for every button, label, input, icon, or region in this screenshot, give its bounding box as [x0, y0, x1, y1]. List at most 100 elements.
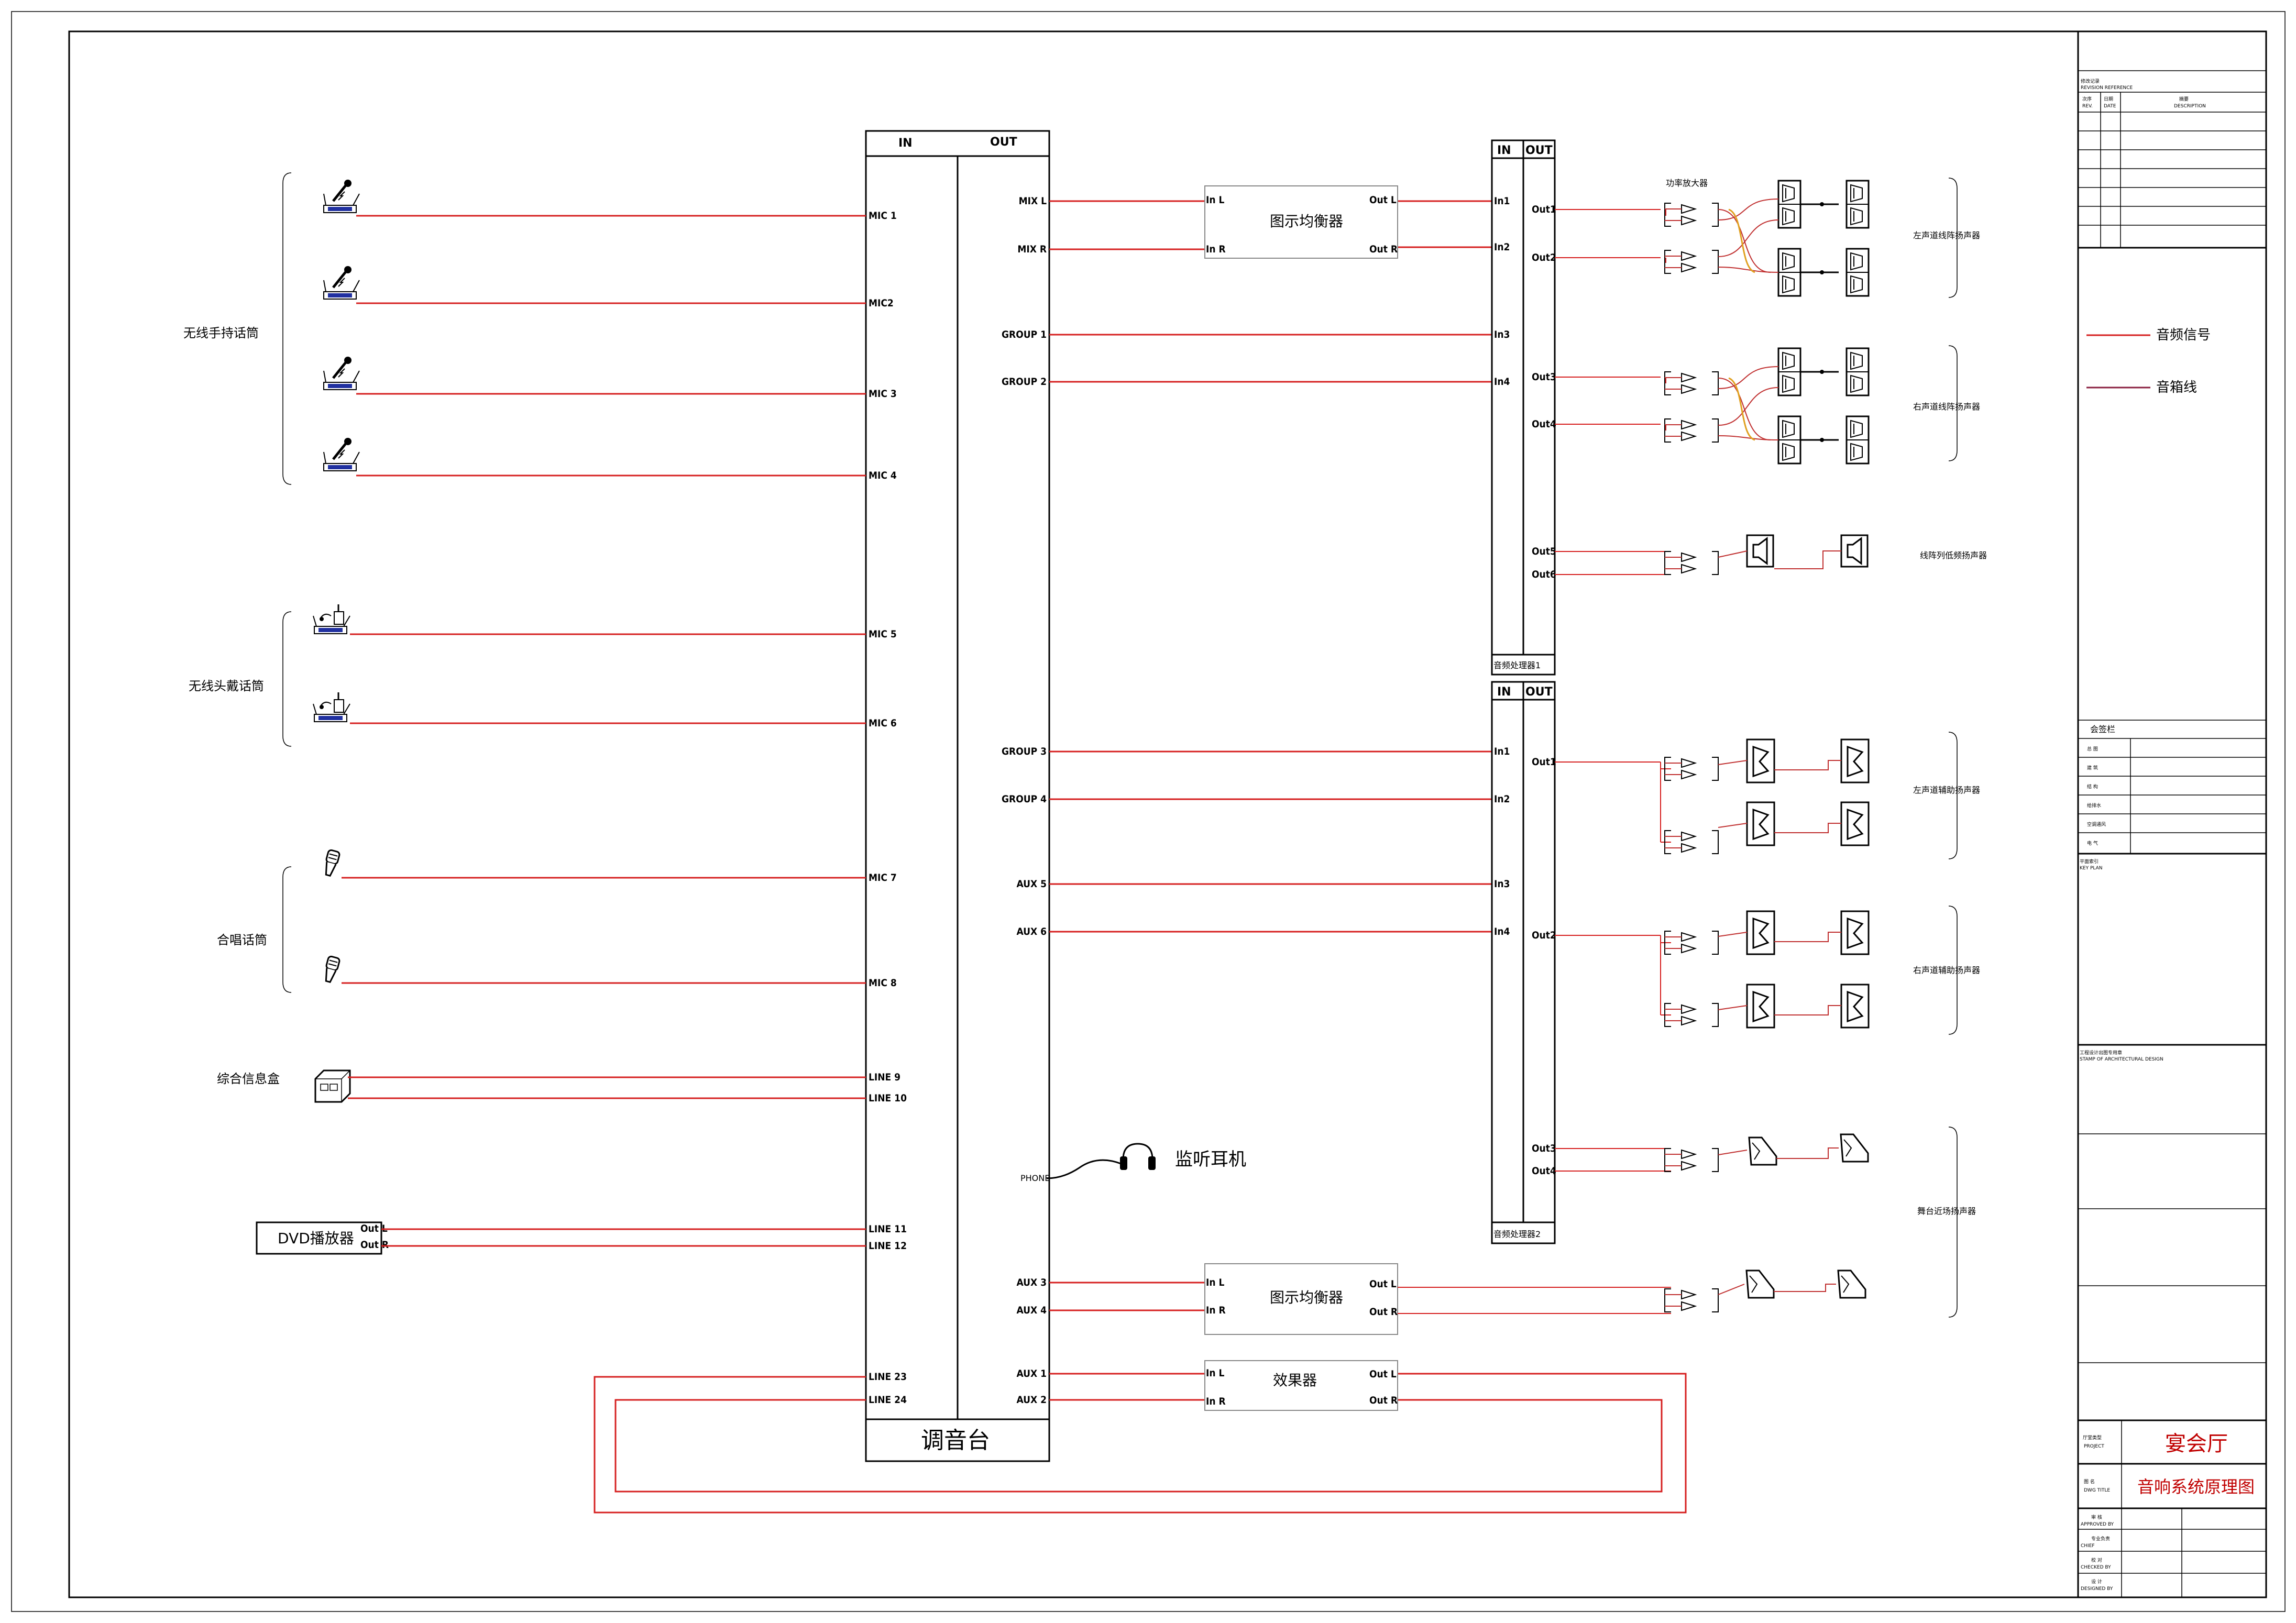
signature-title: 会签栏 — [2090, 724, 2115, 734]
amplifier — [1664, 830, 1719, 854]
proc2-out-header: OUT — [1525, 686, 1553, 699]
wireless-mic-icon — [323, 438, 360, 471]
label-line-array-sub: 线阵列低频扬声器 — [1920, 550, 1987, 560]
amplifier — [1664, 203, 1719, 227]
role-label-en: CHECKED BY — [2081, 1565, 2111, 1570]
effects-unit: 效果器 In L In R Out L Out R — [1204, 1360, 1398, 1411]
proc2-name: 音频处理器2 — [1493, 1229, 1541, 1239]
line-array-speaker-icon — [1777, 347, 1801, 396]
speaker-cable — [1774, 823, 1841, 833]
mixer-input-label: MIC 6 — [869, 717, 897, 729]
signature-row-label: 给排水 — [2087, 802, 2101, 809]
label-stage-near: 舞台近场扬声器 — [1917, 1206, 1976, 1216]
group-label-wireless-headset: 无线头戴话筒 — [189, 679, 264, 693]
speaker-group-labels: 左声道线阵扬声器 右声道线阵扬声器 线阵列低频扬声器 左声道辅助扬声器 右声道辅… — [1913, 178, 1987, 1318]
key-plan-label-en: KEY PLAN — [2080, 866, 2102, 871]
revision-title: 修改记录 — [2081, 78, 2100, 84]
eq2-in-l: In L — [1206, 1277, 1224, 1288]
processor-port-labels: In1In2In3In4Out1Out2Out3Out4Out5Out6In1I… — [1494, 195, 1556, 1177]
choir-mic-icon — [325, 955, 340, 984]
wireless-mic-icon — [323, 266, 360, 300]
mixer-output-label: AUX 6 — [1016, 926, 1047, 937]
role-label-en: CHIEF — [2081, 1543, 2095, 1549]
headset-mic-icon — [313, 692, 350, 722]
speaker-cable-alt — [1728, 208, 1755, 273]
mixer-output-label: AUX 2 — [1016, 1394, 1047, 1406]
eq1-out-l: Out L — [1369, 194, 1397, 206]
amplifier — [1664, 250, 1719, 274]
stage-monitor-icon — [1840, 1133, 1869, 1163]
stamp-label-en: STAMP OF ARCHITECTURAL DESIGN — [2080, 1057, 2163, 1062]
signature-row-label: 结 构 — [2087, 783, 2098, 790]
line-array-speaker-icon — [1777, 248, 1801, 297]
wireless-mic-icon — [323, 180, 360, 213]
speaker-icon — [1746, 910, 1775, 955]
legend-speaker-label: 音箱线 — [2156, 380, 2197, 395]
mixer-name: 调音台 — [921, 1427, 990, 1454]
proc2-input-label: In2 — [1494, 793, 1510, 805]
eq1-out-r: Out R — [1369, 244, 1398, 255]
monitor-headphones: PHONE 监听耳机 — [1020, 1143, 1246, 1183]
speaker-icon — [1840, 738, 1870, 783]
proc1-output-label: Out3 — [1532, 371, 1556, 383]
amplifier — [1664, 551, 1719, 575]
mixer-input-label: MIC2 — [869, 297, 894, 309]
revision-col-header: 摘要 — [2179, 96, 2189, 102]
amplifier — [1664, 1148, 1719, 1172]
amplifier — [1664, 1003, 1719, 1027]
mixer-input-label: LINE 12 — [869, 1240, 907, 1252]
eq1-in-r: In R — [1206, 244, 1226, 255]
stamp-label: 工程设计出图专用章 — [2080, 1050, 2122, 1056]
proc2-output-label: Out2 — [1532, 930, 1556, 941]
headset-mic-icon — [313, 604, 350, 634]
signal-lines — [342, 200, 1687, 1514]
revision-col-header: 日期 — [2104, 96, 2113, 102]
line-array-speaker-icon — [1845, 347, 1870, 396]
mixer-in-header: IN — [898, 137, 913, 150]
proc1-output-label: Out6 — [1532, 569, 1556, 580]
subwoofer-icon — [1840, 534, 1869, 568]
title-label-en: DWG TITLE — [2084, 1488, 2110, 1493]
fx-in-l: In L — [1206, 1367, 1224, 1379]
group-label-wireless-handheld: 无线手持话筒 — [183, 326, 259, 340]
proc1-output-label: Out4 — [1532, 418, 1556, 430]
speaker-icon — [1746, 801, 1775, 846]
phone-label: PHONE — [1020, 1173, 1050, 1183]
revision-col-header: 次序 — [2082, 96, 2092, 102]
wireless-mic-icon — [323, 357, 360, 390]
dvd-player-label: DVD播放器 — [278, 1230, 354, 1247]
speaker-cable — [1718, 219, 1779, 273]
proc1-output-label: Out1 — [1532, 204, 1556, 215]
speaker-icon — [1746, 984, 1775, 1029]
mixer-console: IN OUT 调音台 — [865, 130, 1050, 1462]
label-left-aux: 左声道辅助扬声器 — [1913, 785, 1980, 795]
headphones-icon — [1120, 1143, 1156, 1170]
line-array-speaker-icon — [1777, 180, 1801, 229]
speaker-cable — [1774, 1005, 1841, 1015]
info-box-icon — [314, 1069, 351, 1103]
line-array-speaker-icon — [1845, 415, 1870, 465]
mixer-input-label: LINE 24 — [869, 1394, 907, 1406]
drawing-frame — [68, 30, 2267, 1598]
signature-row-label: 总 图 — [2087, 746, 2098, 752]
speaker-cable — [1718, 1147, 1839, 1159]
speaker-cable — [1774, 760, 1841, 770]
stage-monitor-icon — [1837, 1269, 1866, 1299]
proc2-output-label: Out4 — [1532, 1165, 1556, 1177]
speaker-cable — [1774, 550, 1841, 569]
amplifier-speaker-chains — [1398, 180, 1870, 1314]
eq2-in-r: In R — [1206, 1305, 1226, 1316]
speaker-cable — [1774, 932, 1841, 942]
amp-label: 功率放大器 — [1666, 178, 1708, 188]
amplifier — [1664, 371, 1719, 395]
mixer-output-label: AUX 1 — [1016, 1368, 1047, 1379]
mixer-input-label: MIC 7 — [869, 872, 897, 884]
proc1-output-label: Out5 — [1532, 546, 1556, 557]
revision-col-header-en: REV. — [2082, 104, 2093, 109]
